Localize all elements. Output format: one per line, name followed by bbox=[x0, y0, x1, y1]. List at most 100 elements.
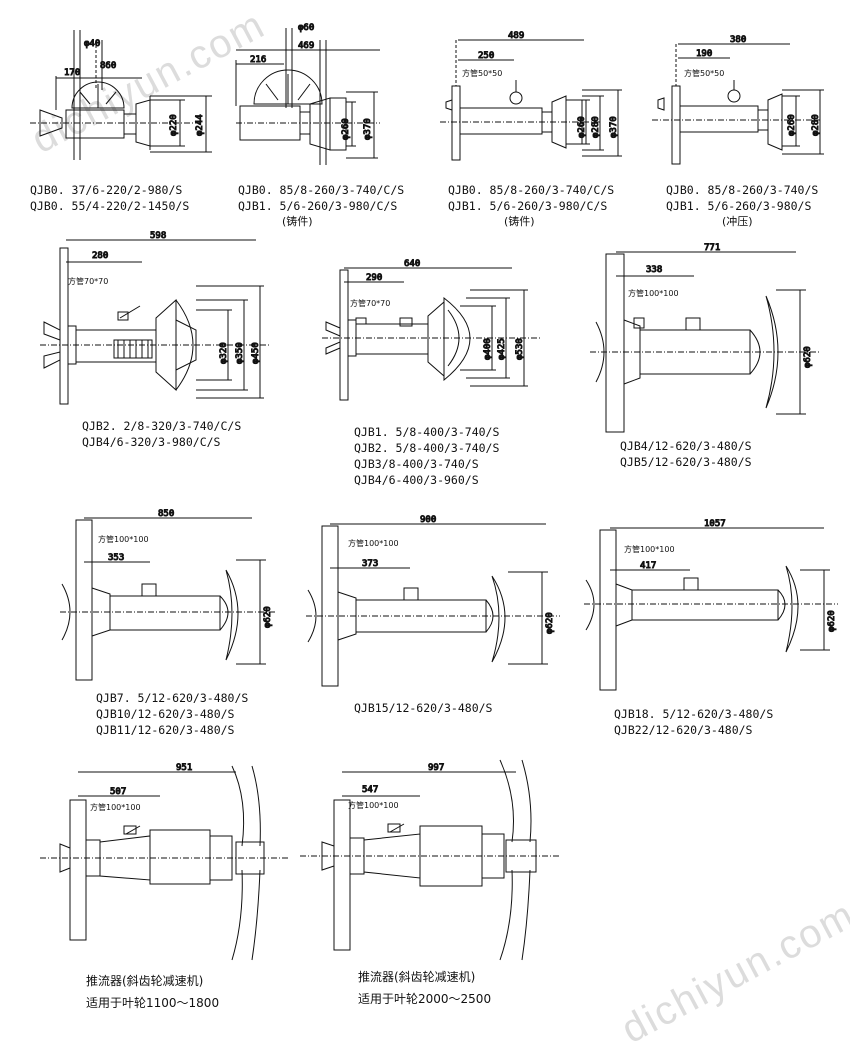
model-label-note: (冲压) bbox=[722, 215, 753, 228]
model-label: QJB0. 85/8-260/3-740/C/S bbox=[448, 183, 615, 197]
model-labels-p5: QJB2. 2/8-320/3-740/C/S QJB4/6-320/3-980… bbox=[82, 418, 241, 450]
model-label: 适用于叶轮2000～2500 bbox=[358, 992, 492, 1006]
model-label-note: (铸件) bbox=[504, 215, 535, 228]
dim-d640: 640 bbox=[404, 259, 420, 269]
dim-d280: φ280 bbox=[591, 116, 601, 138]
dim-d598: 598 bbox=[150, 231, 166, 241]
mixer-drawing-p7: 771 338 方管100*100 φ620 bbox=[590, 243, 820, 433]
dim-d900: 900 bbox=[420, 515, 436, 525]
mixer-drawing-p11: 951 507 方管100*100 bbox=[40, 763, 290, 961]
dim-d1057: 1057 bbox=[704, 519, 726, 529]
tube-spec: 方管100*100 bbox=[348, 538, 399, 548]
model-label: QJB1. 5/8-400/3-740/S bbox=[354, 425, 500, 439]
mixer-drawing-p9: 900 方管100*100 373 φ620 bbox=[306, 515, 560, 687]
tube-spec: 方管50*50 bbox=[684, 68, 724, 78]
model-label-note: (铸件) bbox=[282, 215, 313, 228]
tube-spec: 方管100*100 bbox=[628, 288, 679, 298]
dim-d425: φ425 bbox=[497, 338, 507, 360]
model-label: QJB2. 2/8-320/3-740/C/S bbox=[82, 419, 242, 433]
dim-d250: 250 bbox=[478, 51, 494, 61]
tube-spec: 方管100*100 bbox=[348, 800, 399, 810]
dim-d320: φ320 bbox=[219, 342, 229, 364]
dim-d547: 547 bbox=[362, 785, 378, 795]
mixer-drawing-p5: 598 280 方管70*70 φ320 φ350 φ450 bbox=[40, 231, 270, 405]
dim-d620: φ620 bbox=[803, 346, 813, 368]
dim-d244: φ244 bbox=[195, 114, 205, 136]
mixer-drawing-p6: 640 290 方管70*70 φ400 φ425 φ530 bbox=[322, 259, 540, 401]
dim-d350: φ350 bbox=[235, 342, 245, 364]
model-label: QJB10/12-620/3-480/S bbox=[96, 707, 235, 721]
dim-d380: 380 bbox=[730, 35, 746, 45]
dim-d400: φ400 bbox=[483, 338, 493, 360]
mixer-drawing-p3: 489 250 方管50*50 φ260 φ280 φ370 bbox=[440, 31, 622, 161]
model-label: QJB5/12-620/3-480/S bbox=[620, 455, 752, 469]
model-label: QJB22/12-620/3-480/S bbox=[614, 723, 753, 737]
tube-spec: 方管70*70 bbox=[350, 298, 390, 308]
model-labels-p4: QJB0. 85/8-260/3-740/S QJB1. 5/6-260/3-9… bbox=[666, 182, 818, 230]
dim-d260: φ260 bbox=[341, 118, 351, 140]
mixer-drawing-p1: φ40 860 170 φ220 φ244 bbox=[30, 30, 212, 160]
dim-d190: 190 bbox=[696, 49, 712, 59]
dim-d530: φ530 bbox=[515, 338, 525, 360]
dim-d338: 338 bbox=[646, 265, 662, 275]
dim-d860: 860 bbox=[100, 61, 116, 71]
dim-d170: 170 bbox=[64, 68, 80, 78]
dim-d280: φ280 bbox=[811, 114, 821, 136]
model-label: QJB4/12-620/3-480/S bbox=[620, 439, 752, 453]
dim-d951: 951 bbox=[176, 763, 192, 773]
model-label: QJB3/8-400/3-740/S bbox=[354, 457, 479, 471]
dim-d260: φ260 bbox=[787, 114, 797, 136]
dim-d997: 997 bbox=[428, 763, 444, 773]
model-label: QJB4/6-400/3-960/S bbox=[354, 473, 479, 487]
model-labels-p1: QJB0. 37/6-220/2-980/S QJB0. 55/4-220/2-… bbox=[30, 182, 189, 214]
mixer-drawing-p2: φ60 469 216 φ260 φ370 bbox=[235, 23, 380, 165]
model-label: QJB0. 37/6-220/2-980/S bbox=[30, 183, 183, 197]
dim-d489: 489 bbox=[508, 31, 524, 41]
dim-d850: 850 bbox=[158, 509, 174, 519]
model-label: QJB2. 5/8-400/3-740/S bbox=[354, 441, 500, 455]
model-label: QJB7. 5/12-620/3-480/S bbox=[96, 691, 249, 705]
model-labels-p9: QJB15/12-620/3-480/S bbox=[354, 700, 492, 716]
dim-d417: 417 bbox=[640, 561, 656, 571]
mixer-drawing-p12: 997 547 方管100*100 bbox=[300, 759, 560, 961]
model-label: QJB4/6-320/3-980/C/S bbox=[82, 435, 221, 449]
model-label: QJB1. 5/6-260/3-980/C/S bbox=[448, 199, 608, 213]
model-label: QJB0. 85/8-260/3-740/C/S bbox=[238, 183, 405, 197]
tube-spec: 方管100*100 bbox=[624, 544, 675, 554]
dim-d220: φ220 bbox=[169, 114, 179, 136]
dim-d373: 373 bbox=[362, 559, 378, 569]
model-label: QJB1. 5/6-260/3-980/S bbox=[666, 199, 812, 213]
tube-spec: 方管100*100 bbox=[98, 534, 149, 544]
mixer-drawing-p8: 850 方管100*100 353 φ620 bbox=[60, 509, 276, 681]
dim-d216: 216 bbox=[250, 55, 266, 65]
dim-d370: φ370 bbox=[363, 118, 373, 140]
model-labels-p10: QJB18. 5/12-620/3-480/S QJB22/12-620/3-4… bbox=[614, 706, 773, 738]
model-label: 推流器(斜齿轮减速机) bbox=[358, 970, 476, 984]
model-label: QJB11/12-620/3-480/S bbox=[96, 723, 235, 737]
dim-d469: 469 bbox=[298, 41, 314, 51]
model-label: QJB0. 85/8-260/3-740/S bbox=[666, 183, 819, 197]
tube-spec: 方管100*100 bbox=[90, 802, 141, 812]
tube-spec: 方管50*50 bbox=[462, 68, 502, 78]
model-labels-p3: QJB0. 85/8-260/3-740/C/S QJB1. 5/6-260/3… bbox=[448, 182, 614, 230]
mixer-drawing-p4: 380 190 方管50*50 φ260 φ280 bbox=[652, 35, 824, 165]
model-labels-p11: 推流器(斜齿轮减速机) 适用于叶轮1100～1800 bbox=[86, 970, 219, 1014]
model-label: 适用于叶轮1100～1800 bbox=[86, 996, 220, 1010]
model-labels-p7: QJB4/12-620/3-480/S QJB5/12-620/3-480/S bbox=[620, 438, 752, 470]
model-label: 推流器(斜齿轮减速机) bbox=[86, 974, 204, 988]
dim-d370: φ370 bbox=[609, 116, 619, 138]
dim-d40: φ40 bbox=[84, 39, 100, 49]
model-label: QJB18. 5/12-620/3-480/S bbox=[614, 707, 774, 721]
model-labels-p2: QJB0. 85/8-260/3-740/C/S QJB1. 5/6-260/3… bbox=[238, 182, 404, 230]
model-labels-p8: QJB7. 5/12-620/3-480/S QJB10/12-620/3-48… bbox=[96, 690, 248, 738]
dim-d620: φ620 bbox=[545, 612, 555, 634]
dim-d771: 771 bbox=[704, 243, 720, 253]
dim-d290: 290 bbox=[366, 273, 382, 283]
model-labels-p6: QJB1. 5/8-400/3-740/S QJB2. 5/8-400/3-74… bbox=[354, 424, 499, 488]
dim-d260: φ260 bbox=[577, 116, 587, 138]
model-label: QJB1. 5/6-260/3-980/C/S bbox=[238, 199, 398, 213]
tube-spec: 方管70*70 bbox=[68, 276, 108, 286]
mixer-drawing-p10: 1057 方管100*100 417 φ620 bbox=[584, 519, 838, 691]
